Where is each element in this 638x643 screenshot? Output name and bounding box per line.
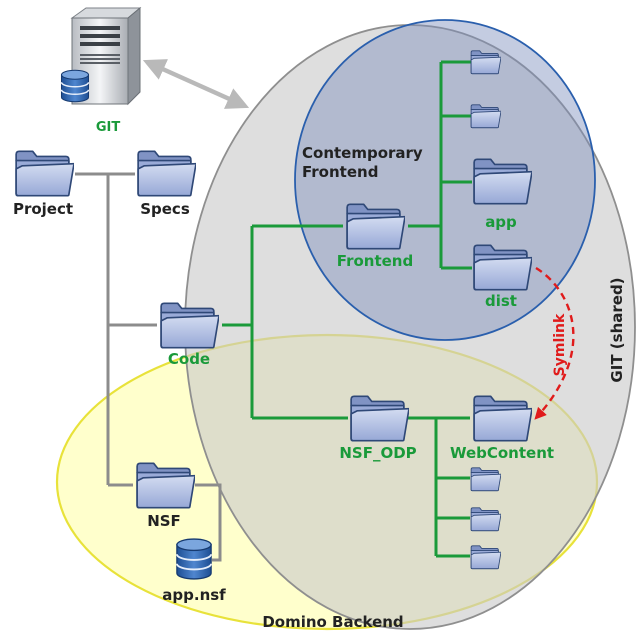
folder-icon (470, 104, 501, 129)
git-shared-label: GIT (shared) (608, 277, 626, 382)
webcontent-label: WebContent (450, 444, 554, 462)
folder-icon (160, 302, 219, 349)
folder-icon (15, 150, 74, 197)
folder-icon (137, 150, 196, 197)
nsf-odp-label: NSF_ODP (339, 444, 416, 462)
project-tree-lines (75, 172, 222, 562)
code-label: Code (168, 350, 210, 368)
contemporary-frontend-title-line2: Frontend (302, 163, 378, 181)
folder-icon (473, 244, 532, 291)
frontend-label: Frontend (337, 252, 413, 270)
nsf-label: NSF (147, 512, 181, 530)
folder-icon (136, 462, 195, 509)
symlink-label: Symlink (552, 313, 568, 376)
folder-icon (346, 203, 405, 250)
domino-backend-label: Domino Backend (262, 613, 403, 631)
specs-label: Specs (140, 200, 190, 218)
project-label: Project (13, 200, 73, 218)
git-sync-arrow (142, 59, 250, 109)
folder-icon (470, 545, 501, 570)
database-icon (60, 69, 90, 103)
folder-icon (470, 467, 501, 492)
database-icon (175, 538, 213, 580)
code-tree-lines (222, 60, 472, 558)
folder-icon (470, 507, 501, 532)
dist-label: dist (485, 292, 517, 310)
app-nsf-label: app.nsf (162, 586, 226, 604)
folder-icon (473, 395, 532, 442)
folder-icon (350, 395, 409, 442)
git-label: GIT (96, 120, 121, 135)
contemporary-frontend-title-line1: Contemporary (302, 144, 423, 162)
app-label: app (485, 213, 517, 231)
folder-icon (473, 158, 532, 205)
folder-icon (470, 50, 501, 75)
server-icon (60, 6, 142, 106)
symlink-arrow (534, 266, 575, 420)
